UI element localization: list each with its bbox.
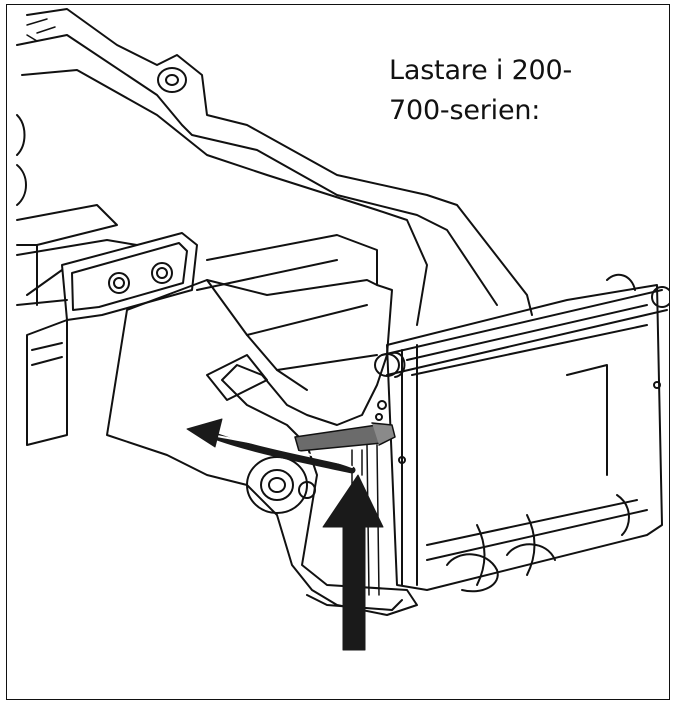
caption-text: Lastare i 200- 700-serien: (389, 51, 649, 131)
mounting-plate (26, 232, 198, 446)
hydraulic-cylinder (16, 114, 138, 306)
curved-arrow-icon (186, 418, 356, 474)
cross-bar (196, 234, 378, 401)
figure-frame: Lastare i 200- 700-serien: (6, 4, 670, 700)
caption-line-1: Lastare i 200- (389, 55, 573, 86)
up-arrow-icon (322, 474, 384, 651)
loader-bracket-drawing (16, 8, 669, 651)
caption-line-2: 700-serien: (389, 95, 541, 126)
top-rod (374, 273, 669, 378)
boom-arm (16, 8, 533, 326)
side-plate (106, 279, 418, 616)
